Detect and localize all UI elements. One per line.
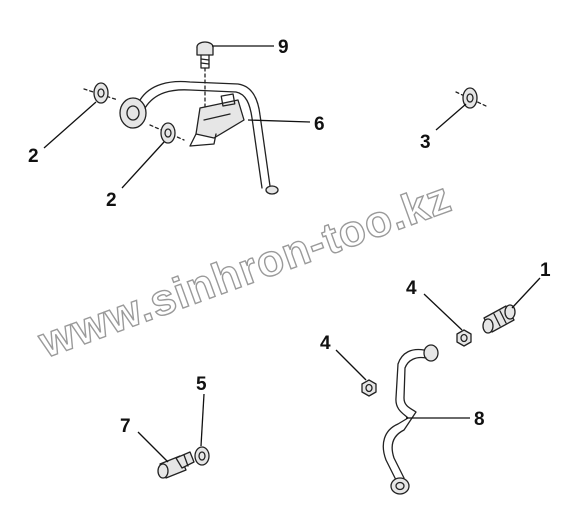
watermark-text: www.sinhron-too.kz	[32, 173, 458, 368]
callout-4-left: 4	[320, 333, 331, 354]
nut-part-4-right	[456, 329, 472, 347]
callout-7: 7	[120, 416, 131, 437]
callout-2-lower: 2	[106, 190, 117, 211]
callout-2-upper: 2	[28, 146, 39, 167]
callout-5: 5	[196, 374, 207, 395]
leader-lines	[43, 45, 541, 463]
banjo-bolt-part-9	[196, 41, 214, 111]
callout-1: 1	[540, 260, 551, 281]
lower-pipe-part-8	[382, 344, 439, 495]
connector-part-1	[482, 304, 516, 334]
washer-part-3	[455, 87, 487, 109]
callout-9: 9	[278, 37, 289, 58]
callout-8: 8	[474, 409, 485, 430]
upper-pipe-part-6	[119, 80, 279, 195]
washer-part-2-upper	[83, 82, 119, 104]
washer-part-5	[194, 446, 210, 466]
washer-part-2-lower	[149, 122, 185, 144]
callout-3: 3	[420, 132, 431, 153]
nut-part-4-left	[361, 379, 377, 397]
callout-4-right: 4	[406, 278, 417, 299]
callout-6: 6	[314, 114, 325, 135]
bolt-part-7	[157, 451, 195, 479]
